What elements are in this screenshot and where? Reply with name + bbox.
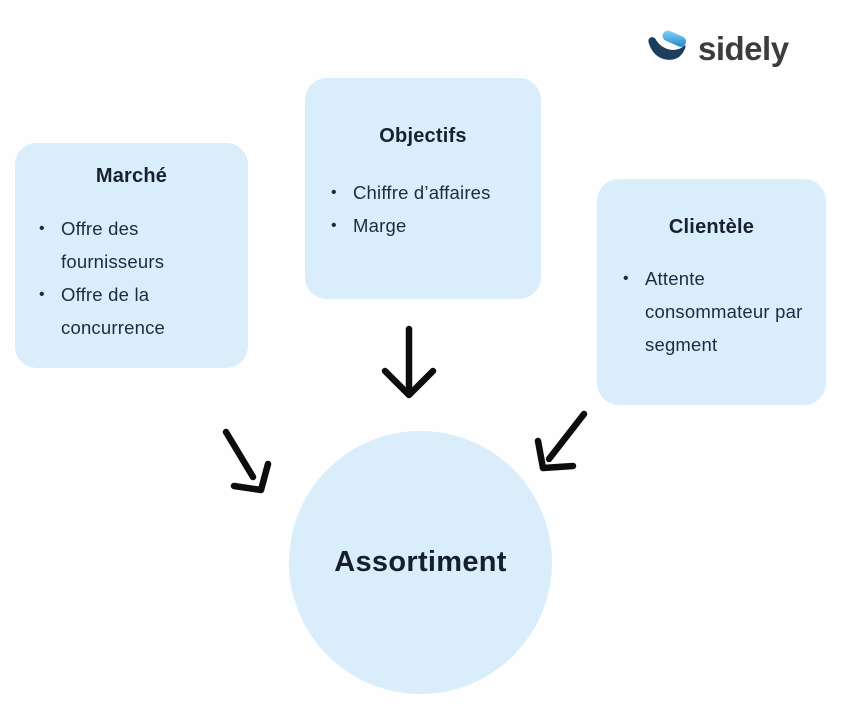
sidely-logo-icon xyxy=(648,30,687,60)
assortiment-label: Assortiment xyxy=(334,546,507,578)
bullet-list-objectifs: Chiffre d’affaires Marge xyxy=(327,176,521,242)
arrow-objectifs-to-assortiment xyxy=(381,325,437,399)
bullet-list-marche: Offre des fournisseurs Offre de la concu… xyxy=(35,212,214,344)
bullet-item: Chiffre d’affaires xyxy=(327,176,521,209)
bullet-item: Offre des fournisseurs xyxy=(35,212,214,278)
box-title-marche: Marché xyxy=(95,165,168,187)
box-title-objectifs: Objectifs xyxy=(379,125,467,147)
bullet-item: Marge xyxy=(327,209,521,242)
node-objectifs: Objectifs Chiffre d’affaires Marge xyxy=(305,78,541,299)
arrow-clientele-to-assortiment xyxy=(534,410,588,472)
arrow-marche-to-assortiment xyxy=(222,428,272,494)
box-title-clientele: Clientèle xyxy=(668,216,755,238)
sidely-logo: sidely xyxy=(645,30,789,68)
sidely-logo-text: sidely xyxy=(698,30,789,67)
node-marche: Marché Offre des fournisseurs Offre de l… xyxy=(15,143,248,368)
node-assortiment: Assortiment xyxy=(289,431,552,694)
bullet-item: Offre de la concurrence xyxy=(35,278,214,344)
node-clientele: Clientèle Attente consommateur par segme… xyxy=(597,179,826,405)
bullet-list-clientele: Attente consommateur par segment xyxy=(619,262,804,361)
bullet-item: Attente consommateur par segment xyxy=(619,262,804,361)
